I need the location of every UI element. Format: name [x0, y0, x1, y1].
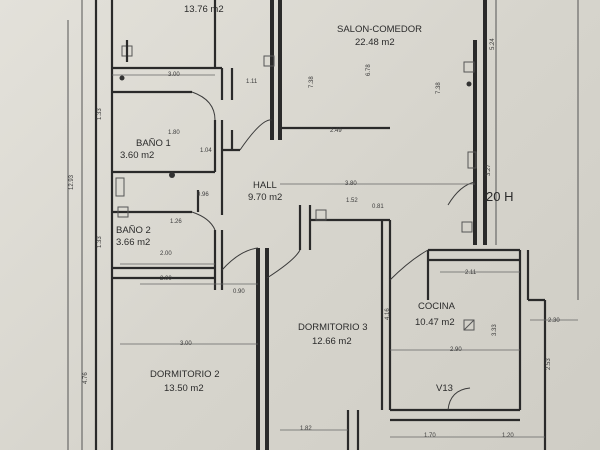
top-room-area: 13.76 m2	[184, 4, 224, 15]
cocina-fixture-diag	[463, 319, 475, 331]
dorm3-area: 12.66 m2	[312, 336, 352, 347]
marker	[119, 75, 125, 81]
dimension-label: 2.00	[160, 251, 172, 257]
bano1-door-arc	[191, 91, 216, 121]
hall-name: HALL	[253, 180, 277, 191]
dimension-label: 1.33	[97, 236, 103, 248]
bano1-area: 3.60 m2	[120, 150, 155, 161]
dimension-label: 1.80	[168, 130, 180, 136]
hall-marker	[169, 172, 175, 178]
dorm2-area: 13.50 m2	[164, 383, 204, 394]
dimension-label: 0.81	[372, 204, 384, 210]
salon-name: SALON-COMEDOR	[337, 24, 422, 35]
dorm2-name: DORMITORIO 2	[150, 369, 220, 380]
dimension-label: 2.90	[450, 347, 462, 353]
dimension-label: 3.00	[180, 341, 192, 347]
cocina-area: 10.47 m2	[415, 317, 455, 328]
dimension-label: 7.38	[436, 82, 442, 94]
dimension-label: 1.82	[300, 426, 312, 432]
cocina-fixture	[463, 319, 475, 331]
dimension-label: 0.96	[197, 192, 209, 198]
shaft-box	[463, 61, 475, 73]
dimension-label: 2.30	[548, 318, 560, 324]
dimension-label: 5.24	[490, 38, 496, 50]
salon-door-arc	[447, 181, 476, 206]
shaft-box	[315, 209, 327, 221]
dimension-label: 6.78	[366, 64, 372, 76]
hall-area: 9.70 m2	[248, 192, 283, 203]
dimension-label: 1.04	[200, 148, 212, 154]
dimension-label: 7.38	[309, 76, 315, 88]
v13-door-arc	[447, 387, 471, 411]
bano1-name: BAÑO 1	[136, 138, 171, 149]
dimension-label: 2.00	[160, 276, 172, 282]
dimension-label: 3.00	[168, 72, 180, 78]
bano2-name: BAÑO 2	[116, 225, 151, 236]
hall-door-arc	[239, 119, 273, 151]
dimension-label: 2.11	[465, 270, 477, 276]
dimension-label: 3.80	[345, 181, 357, 187]
level-label: 20 H	[486, 189, 514, 204]
shaft-box	[263, 55, 275, 67]
dimension-label: 1.11	[246, 79, 258, 85]
bano2-door-arc	[191, 211, 216, 231]
dimension-label: 2.49	[330, 128, 342, 134]
dimension-label: 1.26	[170, 219, 182, 225]
dimension-label: 1.70	[424, 433, 436, 439]
dorm3-name: DORMITORIO 3	[298, 322, 368, 333]
dimension-label: 1.33	[97, 108, 103, 120]
dimension-label: 3.27	[486, 164, 492, 176]
dimension-label: 1.52	[346, 198, 358, 204]
dorm2-door-arc	[221, 247, 259, 271]
marker	[466, 81, 472, 87]
salon-area: 22.48 m2	[355, 37, 395, 48]
dimension-label: 12.93	[69, 174, 75, 190]
cocina-name: COCINA	[418, 301, 455, 312]
dimension-label: 4.16	[385, 308, 391, 320]
dimension-label: 3.33	[492, 324, 498, 336]
shaft-box	[461, 221, 473, 233]
dimension-label: 4.76	[83, 372, 89, 384]
shaft-box	[115, 177, 125, 197]
window-label-v13: V13	[436, 383, 453, 394]
shaft-box	[467, 151, 477, 169]
cocina-door-arc	[389, 249, 429, 281]
dimension-label: 0.90	[233, 289, 245, 295]
dimension-label: 1.20	[502, 433, 514, 439]
dimension-label: 2.53	[546, 358, 552, 370]
bano2-area: 3.66 m2	[116, 237, 151, 248]
dorm3-door-arc	[266, 249, 301, 279]
shaft-box	[117, 206, 129, 218]
